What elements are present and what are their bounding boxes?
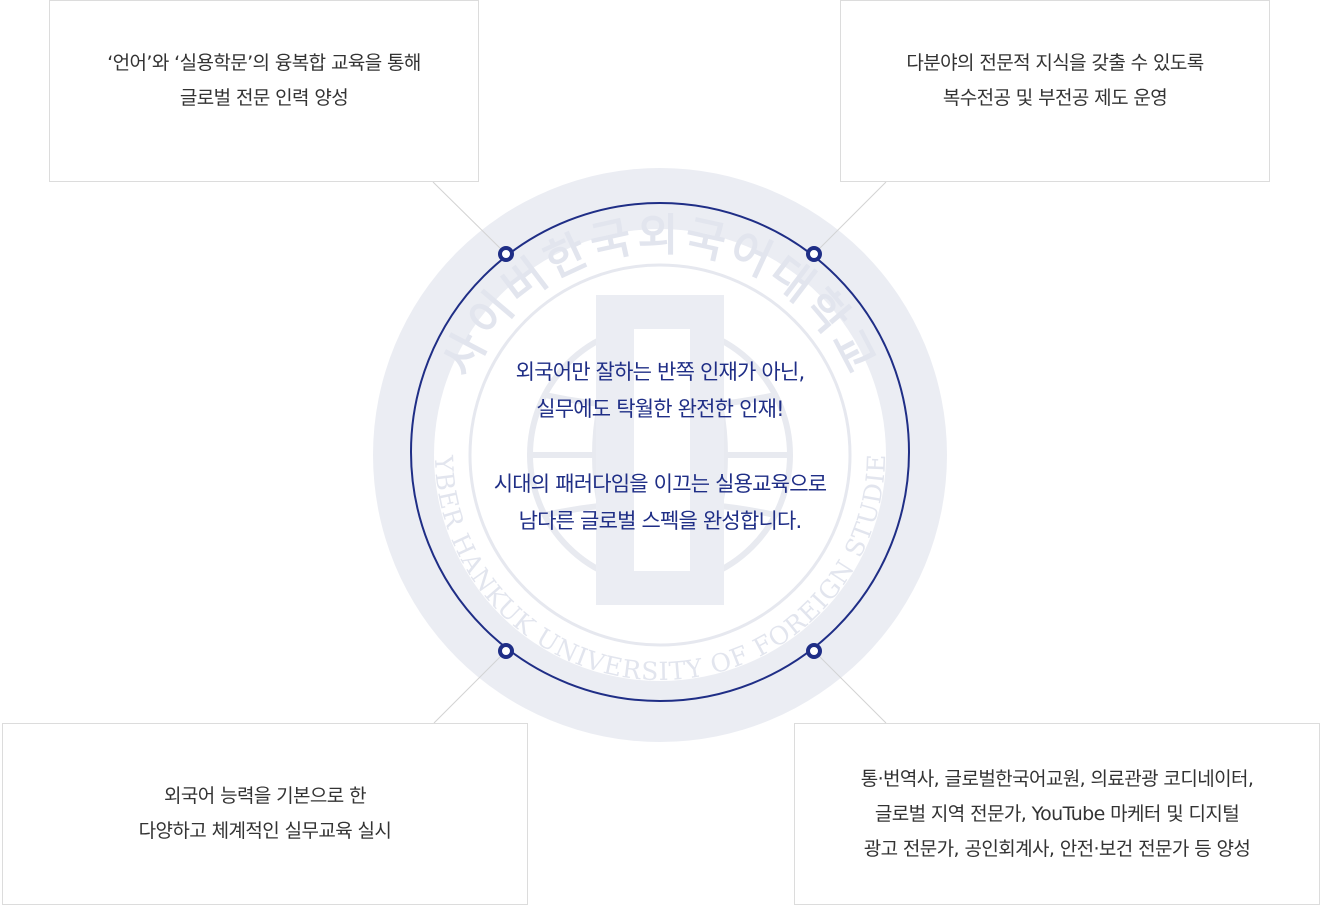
center-text-line: 남다른 글로벌 스펙을 완성합니다.: [518, 509, 803, 533]
box-text-line: 복수전공 및 부전공 제도 운영: [942, 87, 1168, 109]
info-box-top-right: 다분야의 전문적 지식을 갖출 수 있도록 복수전공 및 부전공 제도 운영: [840, 0, 1270, 182]
paragraph-gap: [430, 428, 890, 466]
info-box-top-left: ‘언어’와 ‘실용학문’의 융복합 교육을 통해 글로벌 전문 인력 양성: [49, 0, 479, 182]
box-text-line: 다분야의 전문적 지식을 갖출 수 있도록: [906, 52, 1204, 74]
center-text-line: 실무에도 탁월한 완전한 인재!: [536, 397, 784, 421]
connector-bottom-right: [813, 650, 887, 724]
center-text-line: 외국어만 잘하는 반쪽 인재가 아닌,: [515, 360, 805, 384]
node-top-right: [806, 246, 822, 262]
connector-top-right: [813, 181, 887, 255]
box-text-line: 글로벌 지역 전문가, YouTube 마케터 및 디지털: [874, 802, 1240, 825]
center-text-line: 시대의 패러다임을 이끄는 실용교육으로: [493, 472, 827, 496]
box-text-line: 통·번역사, 글로벌한국어교원, 의료관광 코디네이터,: [860, 767, 1254, 790]
box-text-line: 다양하고 체계적인 실무교육 실시: [138, 820, 392, 842]
node-bottom-right: [806, 643, 822, 659]
info-box-bottom-right: 통·번역사, 글로벌한국어교원, 의료관광 코디네이터, 글로벌 지역 전문가,…: [794, 723, 1320, 905]
node-top-left: [498, 246, 514, 262]
info-box-bottom-left: 외국어 능력을 기본으로 한 다양하고 체계적인 실무교육 실시: [2, 723, 528, 905]
main-circle: [410, 202, 910, 702]
connector-lines: [432, 181, 887, 724]
connector-bottom-left: [433, 650, 507, 724]
connector-top-left: [432, 181, 507, 255]
box-text-line: 광고 전문가, 공인회계사, 안전·보건 전문가 등 양성: [863, 837, 1251, 860]
box-text-line: 글로벌 전문 인력 양성: [179, 87, 349, 109]
connector-nodes: [498, 246, 822, 659]
node-bottom-left: [498, 643, 514, 659]
center-statement: 외국어만 잘하는 반쪽 인재가 아닌, 실무에도 탁월한 완전한 인재! 시대의…: [430, 354, 890, 540]
box-text-line: 외국어 능력을 기본으로 한: [164, 785, 367, 807]
box-text-line: ‘언어’와 ‘실용학문’의 융복합 교육을 통해: [107, 52, 421, 74]
